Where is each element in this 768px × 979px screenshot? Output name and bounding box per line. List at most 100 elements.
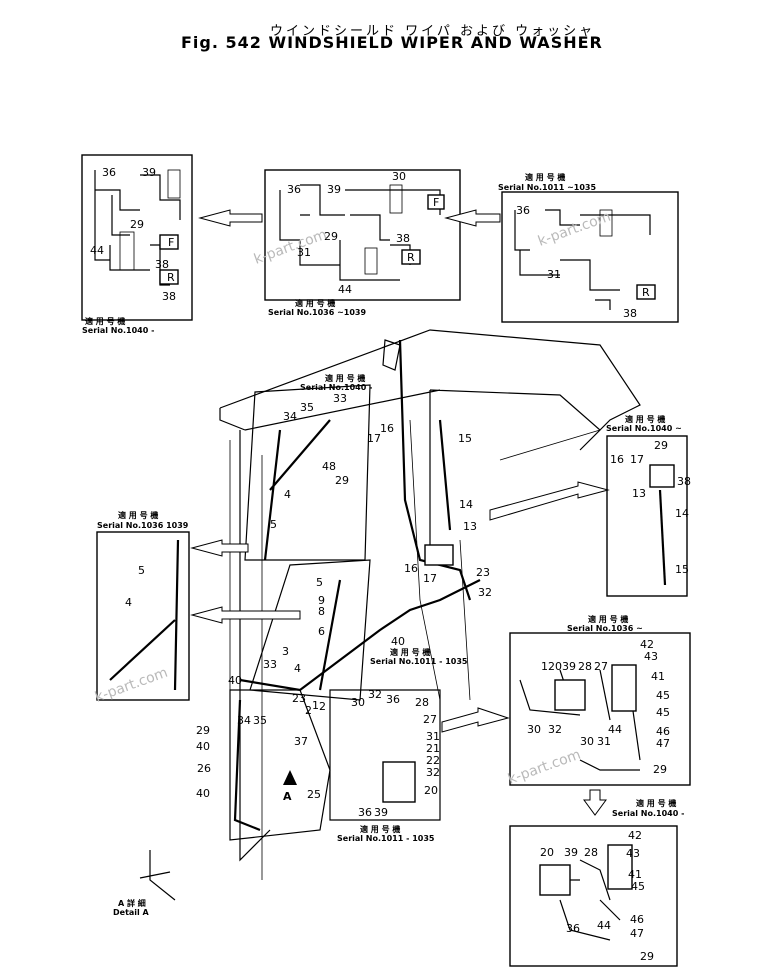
part-number: 38	[677, 475, 691, 488]
serial-jp: 適 用 号 機	[625, 414, 665, 424]
part-number: 15	[458, 432, 472, 445]
part-number: 20	[424, 784, 438, 797]
part-number: 31	[547, 268, 561, 281]
part-number: 29	[654, 439, 668, 452]
part-number: 4	[294, 662, 301, 675]
part-number: 2	[305, 704, 312, 717]
detail-a: A 詳 細 Detail A	[113, 850, 176, 917]
inset-bottom-right: 42 43 20 39 28 41 45 46 47 36 44 29 適 用 …	[509, 798, 684, 967]
part-number: 2	[319, 700, 326, 713]
relay-f	[427, 194, 445, 210]
title-japanese: ウインドシールド ワイパ および ウォッシャ	[270, 24, 596, 39]
part-number: 35	[300, 401, 314, 414]
part-number: 20	[548, 660, 562, 673]
part-number: 40	[228, 674, 242, 687]
flow-arrow	[489, 481, 610, 521]
part-number: 29	[640, 950, 654, 963]
part-number: 29	[324, 230, 338, 243]
part-number: 16	[404, 562, 418, 575]
part-number: 45	[631, 880, 645, 893]
relay-r	[636, 284, 656, 300]
part-number: 32	[548, 723, 562, 736]
detail-en: Detail A	[113, 908, 150, 917]
part-number: 23	[292, 692, 306, 705]
serial-label: Serial No.1040 -	[82, 326, 154, 335]
connector	[167, 169, 181, 199]
part-number: 8	[318, 605, 325, 618]
part-number: 39	[327, 183, 341, 196]
part-number: 37	[294, 735, 308, 748]
part-number: 36	[386, 693, 400, 706]
part-number: 16	[610, 453, 624, 466]
part-number: 42	[628, 829, 642, 842]
part-number: 17	[630, 453, 644, 466]
part-number: 13	[632, 487, 646, 500]
part-number: 38	[396, 232, 410, 245]
part-number: 38	[162, 290, 176, 303]
part-number: 28	[415, 696, 429, 709]
part-number: 39	[142, 166, 156, 179]
part-number: 35	[253, 714, 267, 727]
washer-bracket	[607, 844, 633, 890]
part-number: 29	[335, 474, 349, 487]
part-number: 26	[197, 762, 211, 775]
serial-jp: 適 用 号 機	[390, 647, 430, 657]
part-number: 47	[630, 927, 644, 940]
relay-f-label: F	[168, 236, 174, 249]
inset-middle-right: 1 20 39 28 27 42 43 41 45 45 46 47 30 32…	[509, 614, 691, 786]
serial-jp: 適 用 号 機	[525, 172, 565, 182]
part-number: 39	[562, 660, 576, 673]
part-number: 41	[651, 670, 665, 683]
inset-frame	[96, 531, 190, 701]
inset-frame	[501, 191, 679, 323]
connector	[389, 184, 403, 214]
main-part-labels: 34 35 33 16 17 48 29 4 5 15 16 17 14 13 …	[196, 373, 492, 843]
flow-arrow	[583, 789, 607, 816]
part-number: 14	[459, 498, 473, 511]
part-number: 33	[263, 658, 277, 671]
relay-r	[159, 269, 179, 285]
part-number: 44	[338, 283, 352, 296]
inset-left: 5 4 適 用 号 機 Serial No.1036 1039	[96, 510, 190, 701]
part-number: 40	[391, 635, 405, 648]
inset-right-top: 16 17 29 13 38 14 15 適 用 号 機 Serial No.1…	[606, 414, 691, 597]
serial-label: Serial No.1011 - 1035	[337, 834, 435, 843]
connector	[599, 209, 613, 237]
serial-jp: 適 用 号 機	[636, 798, 676, 808]
part-number: 5	[138, 564, 145, 577]
part-number: 34	[237, 714, 251, 727]
part-number: 5	[270, 518, 277, 531]
part-number: 39	[564, 846, 578, 859]
part-number: 36	[287, 183, 301, 196]
relay-r-label: R	[642, 286, 650, 299]
part-number: 41	[628, 868, 642, 881]
relay-block	[119, 231, 135, 271]
inset-frame	[264, 169, 461, 301]
relay-block	[364, 247, 378, 275]
part-number: 44	[90, 244, 104, 257]
part-number: 15	[675, 563, 689, 576]
part-number: 1	[541, 660, 548, 673]
flow-arrow	[444, 209, 501, 227]
part-number: 46	[630, 913, 644, 926]
part-number: 14	[675, 507, 689, 520]
part-number: 30	[392, 170, 406, 183]
serial-label: Serial No.1036 ~1039	[268, 308, 366, 317]
part-number: 17	[367, 432, 381, 445]
part-number: 48	[322, 460, 336, 473]
part-number: 29	[130, 218, 144, 231]
relay-r-label: R	[167, 271, 175, 284]
detail-jp: A 詳 細	[118, 898, 146, 908]
part-number: 36	[358, 806, 372, 819]
part-number: 34	[283, 410, 297, 423]
inset-top-left: F R 36 39 29 44 38 38 適 用 号 機 Serial No.…	[81, 154, 193, 335]
part-number: 32	[426, 766, 440, 779]
serial-jp: 適 用 号 機	[118, 510, 158, 520]
flow-arrow	[198, 209, 263, 227]
part-number: 45	[656, 706, 670, 719]
relay-r-label: R	[407, 251, 415, 264]
title-english: Fig. 542 WINDSHIELD WIPER AND WASHER	[181, 33, 603, 52]
relay-f	[159, 234, 179, 250]
